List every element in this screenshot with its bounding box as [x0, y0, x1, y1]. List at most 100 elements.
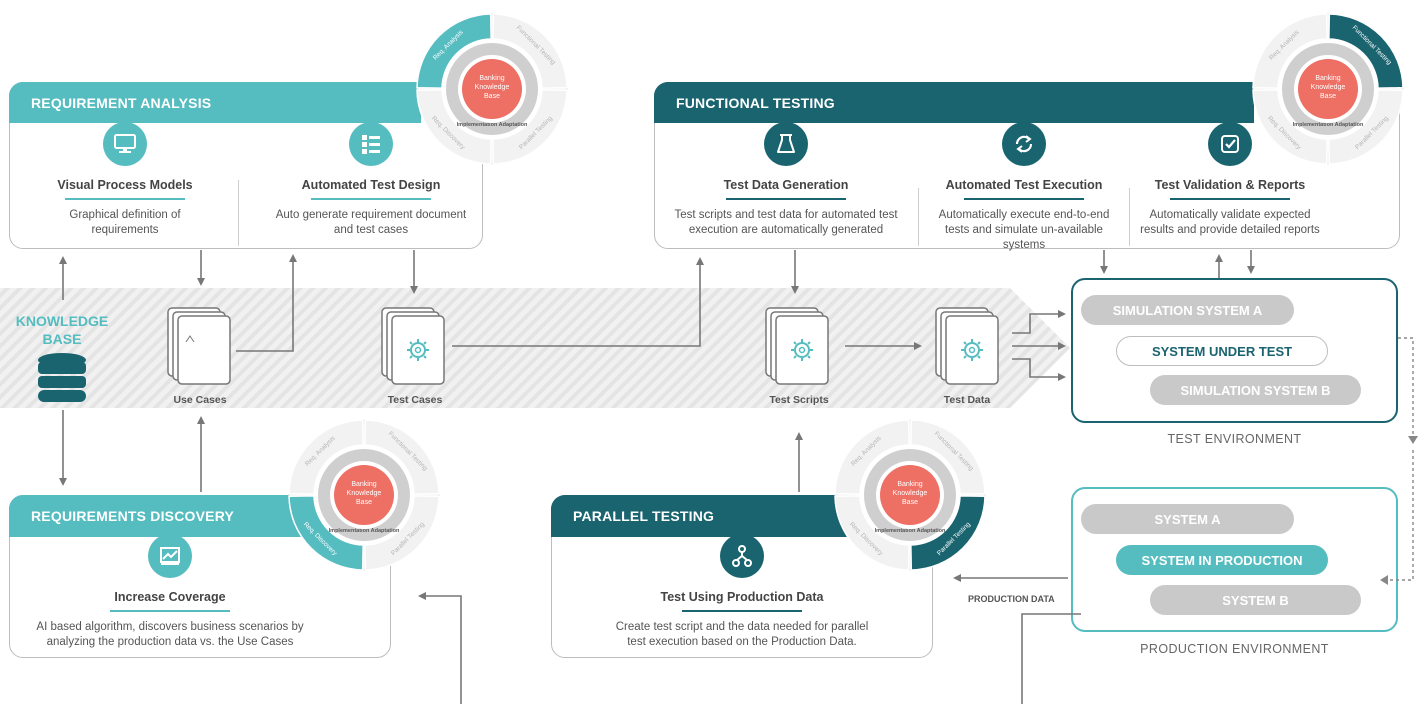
- test-validation-reports-desc-2: results and provide detailed reports: [1140, 224, 1320, 236]
- test-data-generation-desc-2: execution are automatically generated: [688, 224, 884, 236]
- wheel-segment: [416, 13, 492, 89]
- test-data-generation-title: Test Data Generation: [723, 178, 849, 192]
- wheel-center-label: Banking: [897, 481, 922, 488]
- knowledge-base-label: KNOWLEDGE BASE: [10, 312, 114, 348]
- requirements-discovery-banner: REQUIREMENTS DISCOVERY: [9, 495, 329, 537]
- chart-icon: [148, 534, 192, 578]
- branch-icon: [720, 534, 764, 578]
- test-data-generation[interactable]: Test Data Generation Test scripts and te…: [660, 122, 912, 238]
- visual-process-models-desc-2: requirements: [91, 224, 159, 236]
- wheel-center-label: Banking: [1315, 75, 1340, 82]
- wheel-center-label: Knowledge: [347, 490, 382, 497]
- automated-test-design-desc-1: Auto generate requirement document: [275, 209, 467, 221]
- title-underline: [110, 610, 230, 612]
- automated-test-execution[interactable]: Automated Test Execution Automatically e…: [922, 122, 1126, 253]
- ra-divider: [238, 180, 239, 246]
- monitor-icon: [103, 122, 147, 166]
- wheel-center-label: Base: [1320, 93, 1336, 100]
- use-cases-label: Use Cases: [173, 394, 227, 406]
- automated-test-execution-desc-3: systems: [1002, 239, 1046, 251]
- use-cases-doc-icon[interactable]: [166, 306, 236, 386]
- test-using-production-data-title: Test Using Production Data: [660, 590, 824, 604]
- title-underline: [726, 198, 846, 200]
- automated-test-execution-desc-2: tests and simulate un-available: [945, 224, 1103, 236]
- wheel-core: [462, 59, 522, 119]
- visual-process-models[interactable]: Visual Process Models Graphical definiti…: [30, 122, 220, 238]
- test-validation-reports-title: Test Validation & Reports: [1154, 178, 1306, 192]
- visual-process-models-desc-1: Graphical definition of: [69, 209, 181, 221]
- ft-divider-2: [1129, 188, 1130, 246]
- system-in-production-label: SYSTEM IN PRODUCTION: [1141, 552, 1303, 568]
- system-in-production[interactable]: SYSTEM IN PRODUCTION: [1116, 545, 1328, 575]
- simulation-system-b-label: SIMULATION SYSTEM B: [1180, 382, 1331, 398]
- ft-divider-1: [918, 188, 919, 246]
- sync-icon: [1002, 122, 1046, 166]
- wheel-center-label: Knowledge: [475, 84, 510, 91]
- flask-icon: [764, 122, 808, 166]
- increase-coverage-desc-1: AI based algorithm, discovers business s…: [36, 621, 304, 633]
- functional-testing-title: FUNCTIONAL TESTING: [676, 94, 835, 111]
- wheel-inner-label: Implementation Adaptation: [875, 528, 946, 534]
- wheel-segment: [288, 419, 364, 495]
- production-data-label: PRODUCTION DATA: [968, 594, 1055, 604]
- requirement-analysis-title: REQUIREMENT ANALYSIS: [31, 94, 212, 111]
- title-underline: [65, 198, 185, 200]
- increase-coverage-title: Increase Coverage: [114, 590, 226, 604]
- system-b-label: SYSTEM B: [1222, 592, 1289, 608]
- wheel-core: [1298, 59, 1358, 119]
- database-icon[interactable]: [36, 352, 88, 406]
- wheel-center-label: Base: [484, 93, 500, 100]
- check-icon: [1208, 122, 1252, 166]
- visual-process-models-title: Visual Process Models: [57, 178, 193, 192]
- production-environment-label: PRODUCTION ENVIRONMENT: [1140, 642, 1329, 656]
- automated-test-execution-desc-1: Automatically execute end-to-end: [938, 209, 1110, 221]
- simulation-system-a[interactable]: SIMULATION SYSTEM A: [1081, 295, 1294, 325]
- wheel-center-label: Banking: [351, 481, 376, 488]
- increase-coverage-desc-2: analyzing the production data vs. the Us…: [46, 636, 294, 648]
- automated-test-design-title: Automated Test Design: [301, 178, 441, 192]
- simulation-system-b[interactable]: SIMULATION SYSTEM B: [1150, 375, 1361, 405]
- automated-test-design[interactable]: Automated Test Design Auto generate requ…: [250, 122, 492, 238]
- increase-coverage[interactable]: Increase Coverage AI based algorithm, di…: [10, 534, 330, 650]
- title-underline: [964, 198, 1084, 200]
- system-a-label: SYSTEM A: [1154, 511, 1221, 527]
- system-b[interactable]: SYSTEM B: [1150, 585, 1361, 615]
- wheel-center-label: Banking: [479, 75, 504, 82]
- automated-test-design-desc-2: and test cases: [333, 224, 409, 236]
- wheel-core: [334, 465, 394, 525]
- test-data-generation-desc-1: Test scripts and test data for automated…: [674, 209, 898, 221]
- test-scripts-label: Test Scripts: [769, 394, 829, 406]
- test-using-production-data-desc-2: test execution based on the Production D…: [627, 636, 857, 648]
- system-a[interactable]: SYSTEM A: [1081, 504, 1294, 534]
- test-validation-reports-desc-1: Automatically validate expected: [1149, 209, 1311, 221]
- system-under-test[interactable]: SYSTEM UNDER TEST: [1116, 336, 1328, 366]
- parallel-testing-title: PARALLEL TESTING: [573, 508, 715, 524]
- wheel-segment: [834, 419, 910, 495]
- test-data-doc-icon[interactable]: [934, 306, 1004, 386]
- test-validation-reports[interactable]: Test Validation & Reports Automatically …: [1132, 122, 1328, 238]
- test-cases-label: Test Cases: [387, 394, 443, 406]
- list-icon: [349, 122, 393, 166]
- parallel-testing-banner: PARALLEL TESTING: [551, 495, 871, 537]
- wheel-inner-label: Implementation Adaptation: [457, 122, 528, 128]
- test-using-production-data-desc-1: Create test script and the data needed f…: [615, 621, 869, 633]
- title-underline: [311, 198, 431, 200]
- wheel-inner-label: Implementation Adaptation: [1293, 122, 1364, 128]
- wheel-inner-label: Implementation Adaptation: [329, 528, 400, 534]
- wheel-core: [880, 465, 940, 525]
- requirement-analysis-banner: REQUIREMENT ANALYSIS: [9, 82, 421, 123]
- knowledge-base-line2: BASE: [42, 331, 82, 347]
- wheel-center-label: Base: [902, 499, 918, 506]
- test-cases-doc-icon[interactable]: [380, 306, 450, 386]
- system-under-test-label: SYSTEM UNDER TEST: [1151, 343, 1293, 359]
- test-using-production-data[interactable]: Test Using Production Data Create test s…: [580, 534, 904, 650]
- knowledge-base-line1: KNOWLEDGE: [15, 313, 109, 329]
- wheel-center-label: Knowledge: [893, 490, 928, 497]
- test-scripts-doc-icon[interactable]: [764, 306, 834, 386]
- wheel-center-label: Knowledge: [1311, 84, 1346, 91]
- title-underline: [682, 610, 802, 612]
